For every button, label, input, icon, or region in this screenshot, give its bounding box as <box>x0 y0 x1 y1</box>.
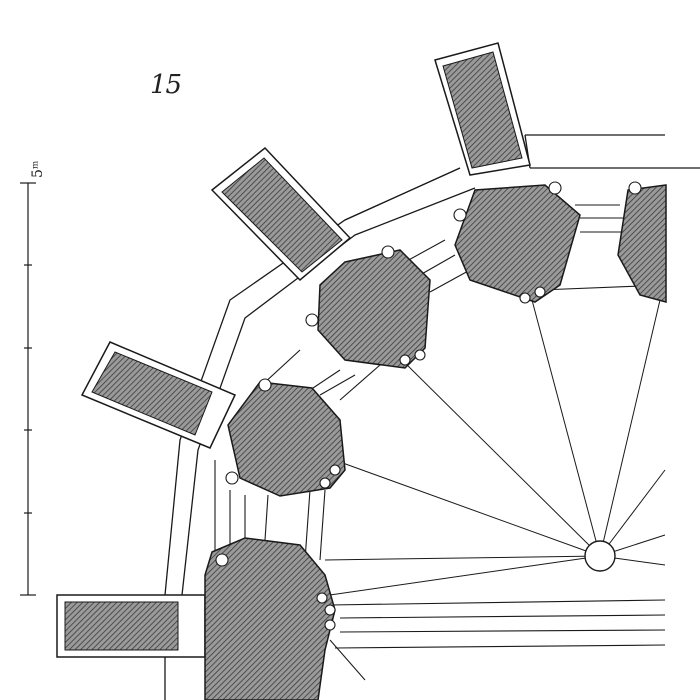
pier-north-center <box>317 249 431 369</box>
colonnettes <box>215 181 642 631</box>
figure-number: 15 <box>150 70 182 100</box>
buttress-southwest <box>56 594 206 658</box>
pier-west-center <box>227 381 346 497</box>
buttress-west <box>80 341 237 449</box>
buttress-north <box>434 42 531 176</box>
pier-northeast <box>454 184 581 303</box>
buttress-northwest <box>210 146 352 282</box>
pier-east-partial <box>617 184 667 303</box>
central-column <box>584 540 616 572</box>
scale-bar <box>20 182 36 596</box>
